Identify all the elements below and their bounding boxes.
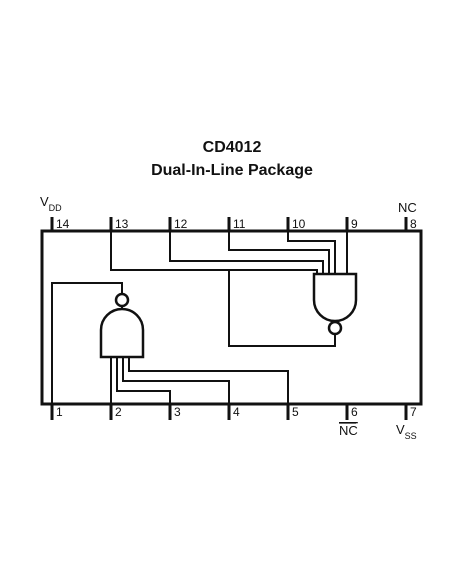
pin-10-number: 10: [292, 217, 306, 231]
wire-pin11-gate2-input: [228, 231, 330, 274]
wire-pin1-gate1-output: [51, 282, 123, 404]
package-body: [40, 229, 423, 406]
pin-2-number: 2: [115, 405, 122, 419]
vdd-label: VDD: [40, 194, 62, 213]
wire-pin12-gate2-input: [169, 231, 324, 274]
pin-3-number: 3: [174, 405, 181, 419]
wire-pin3-gate1-input: [116, 357, 171, 404]
nc-bottom-label: NC: [339, 423, 358, 438]
pin-11-number: 11: [233, 217, 246, 231]
pin-4-number: 4: [233, 405, 240, 419]
pin-13-number: 13: [115, 217, 129, 231]
nand-gate-2-bubble: [327, 320, 343, 336]
package-subtitle: Dual-In-Line Package: [151, 162, 313, 179]
pin-14-number: 14: [56, 217, 70, 231]
nand-gate-1-bubble: [114, 292, 130, 308]
pin-8-number: 8: [410, 217, 417, 231]
chip-title: CD4012: [203, 139, 262, 156]
nand-gate-2: [312, 272, 358, 323]
pin-1-number: 1: [56, 405, 63, 419]
wire-gate2-output: [228, 270, 336, 347]
pin-12-number: 12: [174, 217, 188, 231]
pin-5-number: 5: [292, 405, 299, 419]
wire-pin5-gate1-input: [128, 357, 289, 404]
nc-top-label: NC: [398, 200, 417, 215]
pin-7-number: 7: [410, 405, 417, 419]
wire-pin13-gate2-input: [110, 231, 318, 274]
pin-6-number: 6: [351, 405, 358, 419]
wire-pin4-gate1-input: [122, 357, 230, 404]
pin-9-number: 9: [351, 217, 358, 231]
vss-label: VSS: [396, 422, 417, 441]
wire-pin10-gate2-input: [287, 231, 336, 274]
nand-gate-1: [99, 307, 145, 359]
